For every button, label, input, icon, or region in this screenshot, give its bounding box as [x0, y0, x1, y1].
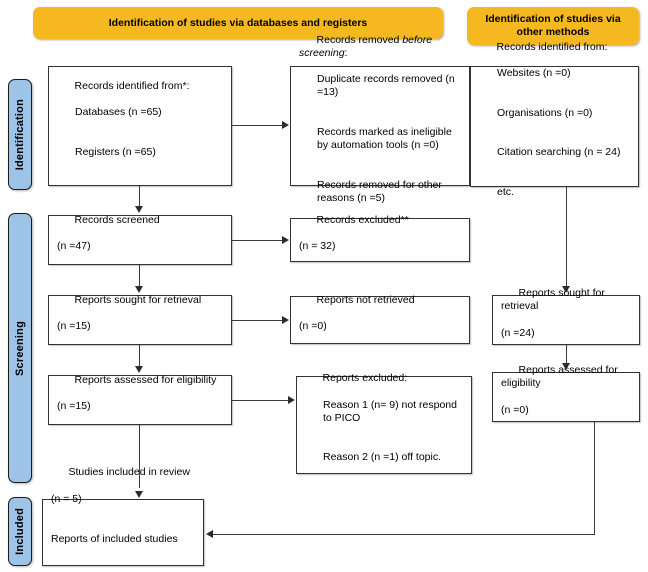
node-reports-not-retrieved-text: Reports not retrieved (n =0) [291, 280, 423, 359]
stage-bar-identification-label: Identification [14, 98, 26, 171]
connector-other-sought-to-assessed [566, 345, 568, 364]
arrowhead-sought-to-assessed [135, 366, 143, 373]
node-records-screened-title: Records screened [74, 213, 160, 226]
node-reports-assessed-title: Reports assessed for eligibility [74, 373, 217, 386]
node-records-excluded-text: Records excluded** (n = 32) [291, 200, 417, 279]
connector-identified-to-removed [232, 125, 283, 127]
node-records-excluded-line-0: (n = 32) [299, 240, 336, 252]
node-other-reports-assessed-title: Reports assessed for eligibility [501, 364, 621, 390]
node-reports-sought-title: Reports sought for retrieval [74, 293, 202, 306]
connector-identified-to-screened [139, 186, 141, 208]
stage-bar-included-label: Included [14, 508, 26, 555]
node-other-reports-assessed: Reports assessed for eligibility (n =0) [492, 364, 640, 422]
node-other-identified-line-0: Websites (n =0) [497, 67, 571, 80]
arrowhead-identified-to-removed [282, 121, 289, 129]
node-records-screened-text: Records screened (n =47) [49, 200, 168, 279]
node-other-identified: Records identified from: Websites (n =0)… [470, 41, 639, 198]
connector-other-assessed-down [594, 422, 596, 535]
node-other-identified-title: Records identified from: [496, 40, 608, 53]
connector-other-assessed-left [213, 534, 595, 536]
arrowhead-assessed-to-included [135, 491, 143, 498]
connector-sought-to-not-retrieved [232, 320, 283, 322]
stage-bar-screening-label: Screening [14, 320, 26, 376]
node-reports-sought-line-0: (n =15) [57, 320, 91, 332]
node-reports-excluded-text: Reports excluded: Reason 1 (n= 9) not re… [297, 359, 471, 491]
node-studies-included-text: Studies included in review (n = 5) Repor… [43, 453, 198, 572]
arrowhead-other-identified-to-sought [562, 286, 570, 293]
node-other-identified-line-3: etc. [497, 185, 514, 198]
node-other-reports-sought-line-0: (n =24) [501, 326, 535, 339]
node-reports-sought: Reports sought for retrieval (n =15) [48, 294, 232, 345]
node-records-removed-line-1: Records marked as ineligible by automati… [317, 126, 455, 152]
node-records-excluded: Records excluded** (n = 32) [290, 214, 470, 262]
node-other-identified-text: Records identified from: Websites (n =0)… [471, 27, 628, 225]
node-records-identified-line-1: Registers (n =65) [75, 145, 156, 158]
node-records-identified-text: Records identified from*: Databases (n =… [49, 67, 197, 186]
node-records-excluded-title: Records excluded** [316, 213, 409, 226]
banner-databases-registers: Identification of studies via databases … [33, 7, 443, 39]
node-studies-included-line-0: (n = 5) [51, 492, 82, 505]
arrowhead-sought-to-not-retrieved [282, 316, 289, 324]
node-records-identified-title: Records identified from*: [74, 79, 190, 92]
node-records-removed-title-italic: before screening [299, 33, 436, 59]
node-records-removed: Records removed before screening: Duplic… [290, 34, 470, 204]
node-reports-sought-text: Reports sought for retrieval (n =15) [49, 280, 209, 359]
connector-other-identified-to-sought [566, 187, 568, 287]
node-reports-assessed-line-0: (n =15) [57, 400, 91, 412]
node-reports-excluded-line-1: Reason 2 (n =1) off topic. [323, 451, 442, 464]
node-other-identified-line-2: Citation searching (n = 24) [497, 146, 621, 159]
connector-assessed-to-included [139, 425, 141, 488]
connector-screened-to-sought [139, 265, 141, 287]
node-records-screened-line-0: (n =47) [57, 240, 91, 252]
arrowhead-screened-to-sought [135, 286, 143, 293]
node-other-reports-sought: Reports sought for retrieval (n =24) [492, 287, 640, 345]
node-other-reports-sought-text: Reports sought for retrieval (n =24) [493, 274, 639, 366]
node-reports-assessed: Reports assessed for eligibility (n =15) [48, 374, 232, 425]
connector-assessed-to-reports-excluded [232, 400, 289, 402]
node-records-identified: Records identified from*: Databases (n =… [48, 66, 232, 186]
node-reports-assessed-text: Reports assessed for eligibility (n =15) [49, 360, 224, 439]
node-reports-excluded-line-0: Reason 1 (n= 9) not respond to PICO [323, 398, 460, 424]
node-records-removed-title-plain: Records removed [316, 33, 403, 46]
node-studies-included-title: Studies included in review [68, 466, 190, 479]
arrowhead-identified-to-screened [135, 206, 143, 213]
connector-screened-to-excluded [232, 240, 283, 242]
node-reports-excluded-title: Reports excluded: [322, 372, 408, 385]
node-reports-excluded: Reports excluded: Reason 1 (n= 9) not re… [296, 372, 472, 474]
node-studies-included-line-1: Reports of included studies [51, 532, 178, 545]
arrowhead-other-sought-to-assessed [562, 363, 570, 370]
arrowhead-other-assessed-to-included [206, 530, 213, 538]
node-other-identified-line-1: Organisations (n =0) [497, 106, 593, 119]
node-reports-not-retrieved: Reports not retrieved (n =0) [290, 294, 470, 344]
stage-bar-screening: Screening [8, 213, 32, 483]
arrowhead-assessed-to-reports-excluded [288, 396, 295, 404]
node-other-reports-assessed-line-0: (n =0) [501, 403, 529, 416]
arrowhead-screened-to-excluded [282, 236, 289, 244]
banner-other-methods-label: Identification of studies via other meth… [485, 13, 621, 38]
node-records-removed-title-suffix: : [344, 46, 348, 59]
node-records-removed-line-2: Records removed for other reasons (n =5) [317, 178, 445, 205]
stage-bar-included: Included [8, 497, 32, 566]
node-studies-included: Studies included in review (n = 5) Repor… [42, 466, 204, 566]
banner-databases-registers-label: Identification of studies via databases … [108, 16, 368, 29]
node-other-reports-assessed-text: Reports assessed for eligibility (n =0) [493, 351, 639, 443]
node-other-reports-sought-title: Reports sought for retrieval [501, 287, 608, 313]
node-records-removed-text: Records removed before screening: Duplic… [291, 20, 469, 231]
node-records-removed-line-0: Duplicate records removed (n =13) [317, 73, 458, 99]
banner-other-methods: Identification of studies via other meth… [467, 7, 639, 45]
stage-bar-identification: Identification [8, 79, 32, 190]
connector-sought-to-assessed [139, 345, 141, 367]
node-reports-not-retrieved-line-0: (n =0) [299, 320, 327, 332]
node-records-screened: Records screened (n =47) [48, 214, 232, 265]
node-records-identified-line-0: Databases (n =65) [75, 106, 162, 119]
node-reports-not-retrieved-title: Reports not retrieved [316, 293, 415, 306]
